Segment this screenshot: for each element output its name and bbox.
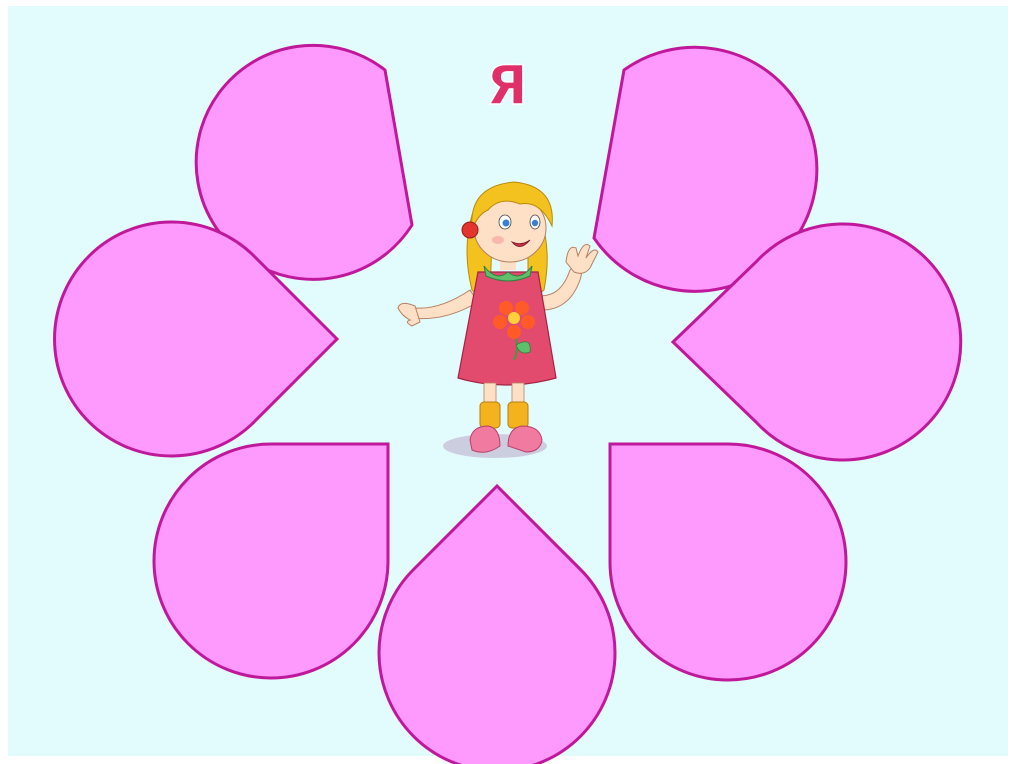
petal-bottom-right[interactable] (610, 444, 846, 680)
title-letter: Я (486, 54, 528, 117)
petal-bottom-left[interactable] (154, 444, 388, 678)
